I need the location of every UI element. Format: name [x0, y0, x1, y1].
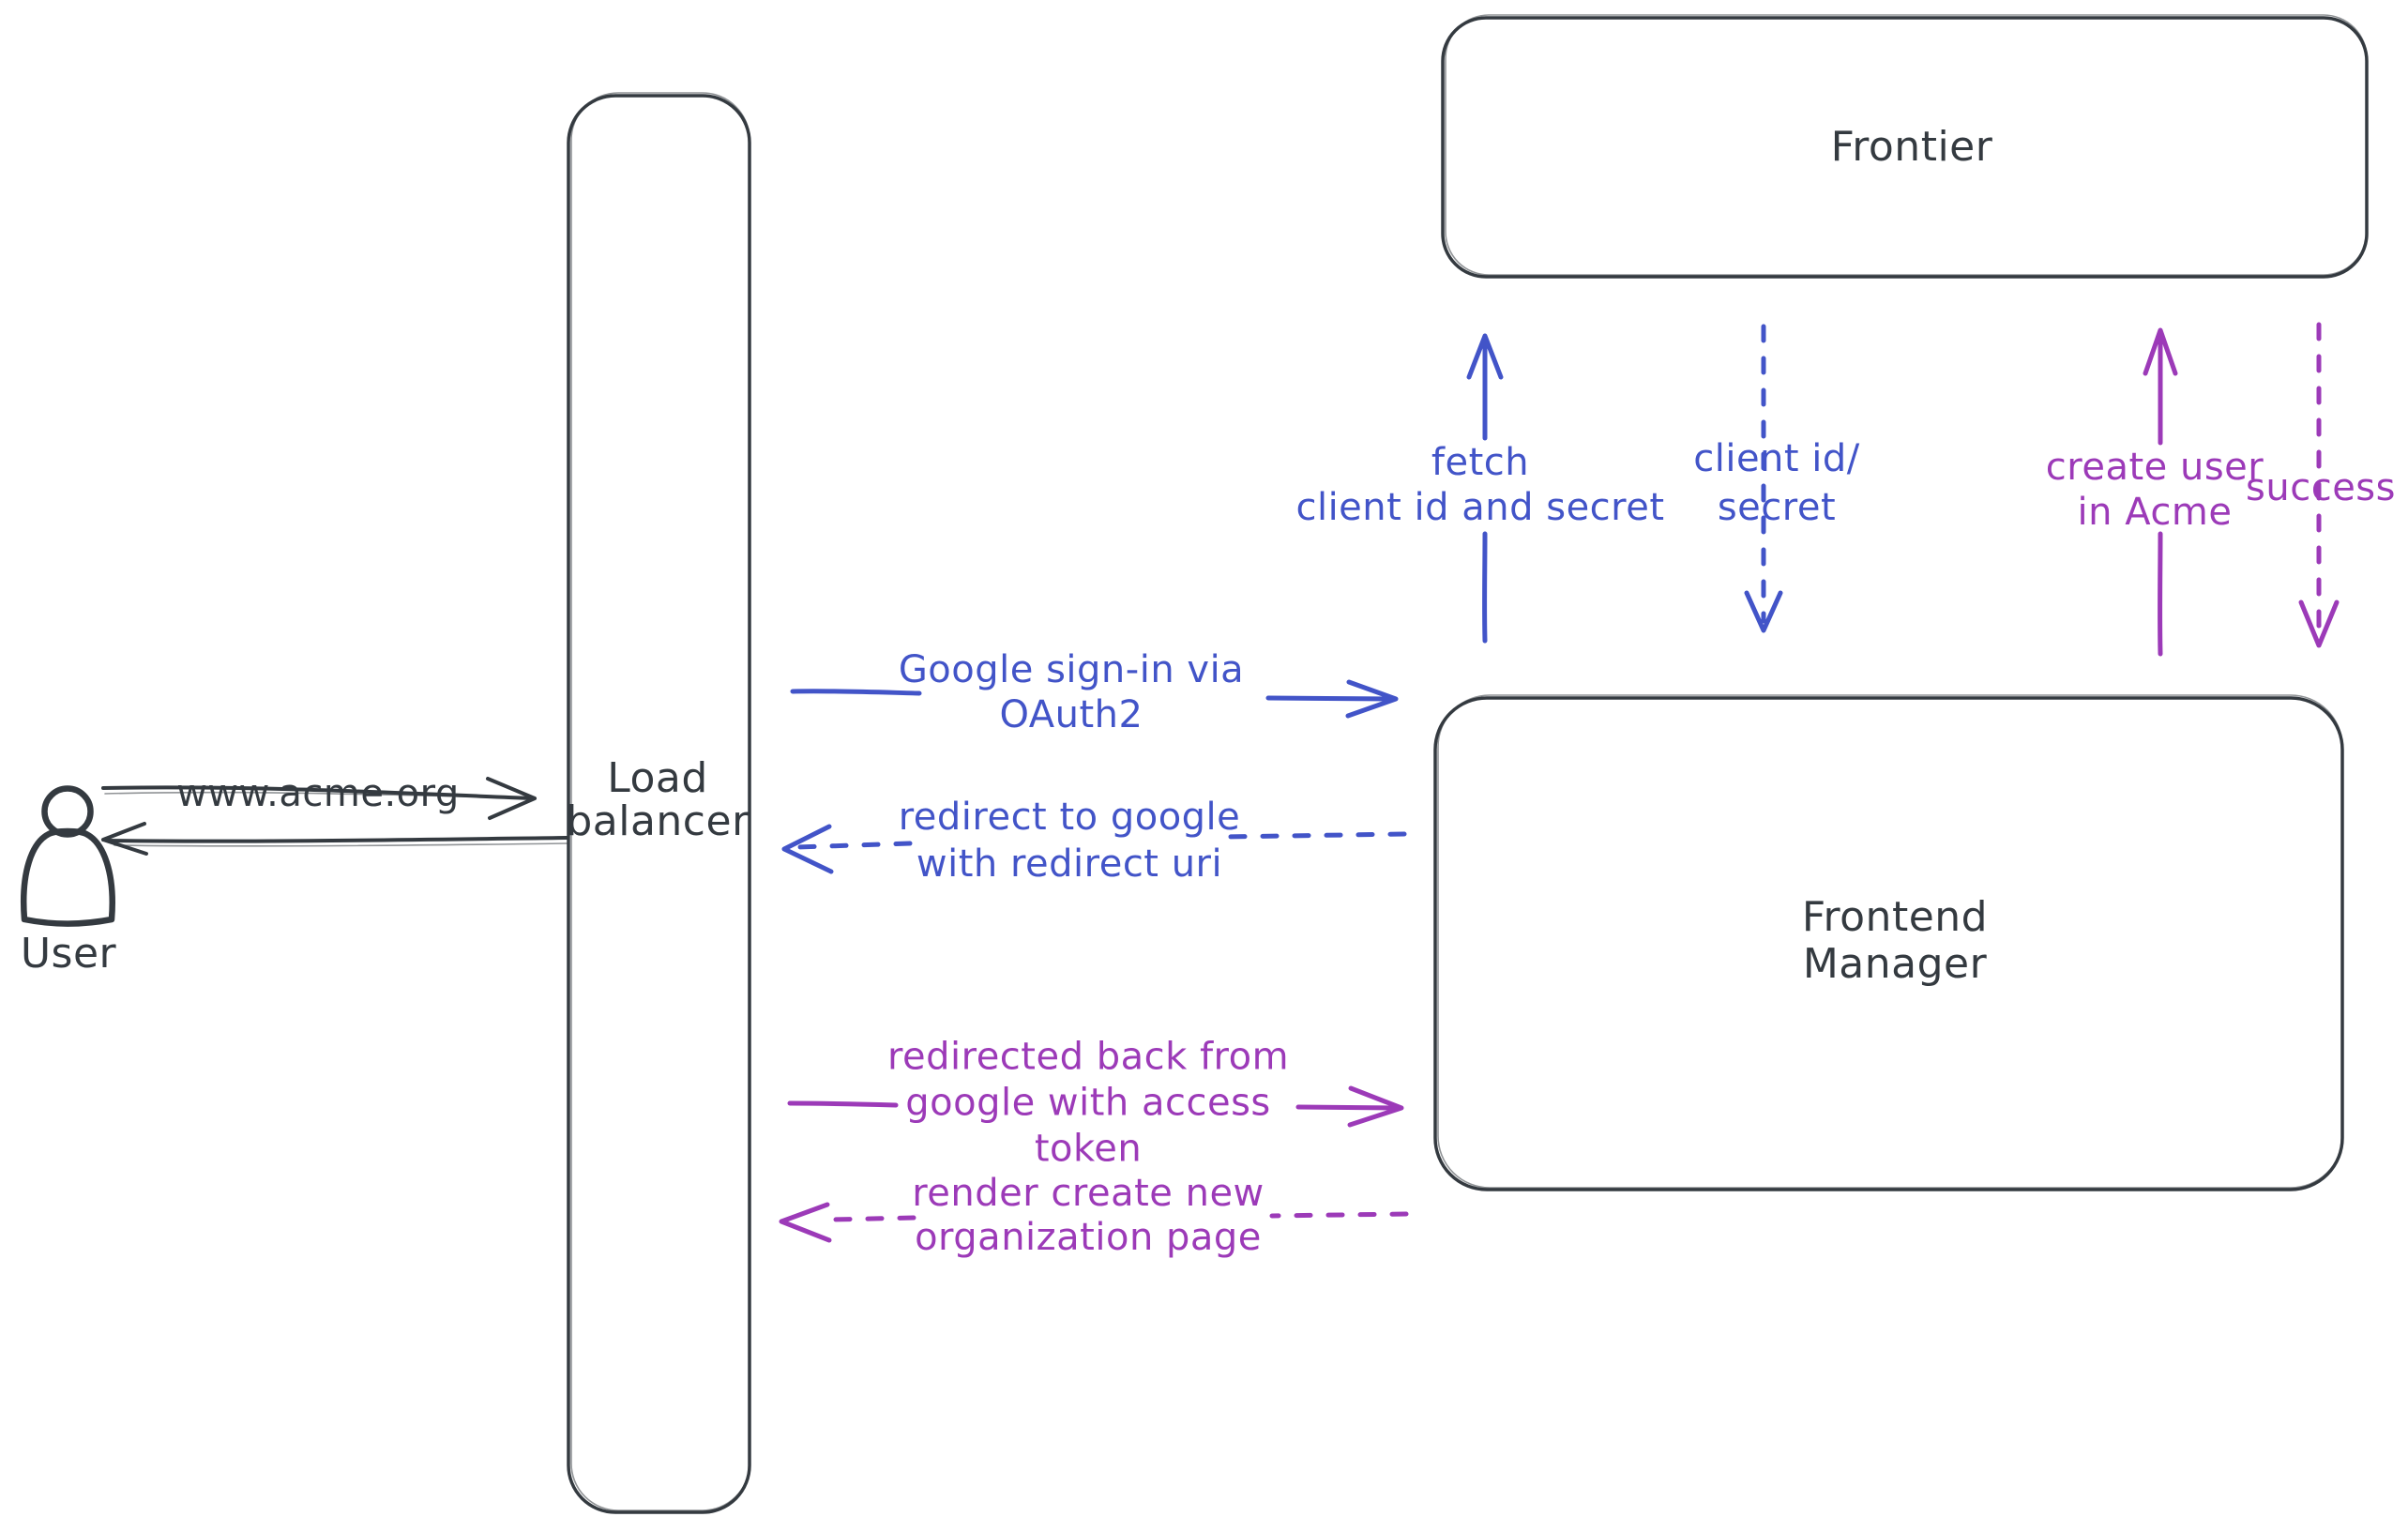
label-create-user: create user in Acme	[2045, 446, 2264, 534]
frontend-manager-label: Frontend Manager	[1801, 893, 1989, 988]
arrow-success	[2298, 322, 2340, 648]
user-icon	[21, 785, 115, 927]
arrow-client-id-secret	[1744, 324, 1783, 633]
frontend-manager-box	[1433, 694, 2344, 1191]
label-www-acme: www.acme.org	[176, 772, 460, 815]
label-render-create-org: render create new organization page	[912, 1172, 1265, 1259]
arrow-google-signin	[790, 679, 1399, 719]
label-fetch-client: fetch client id and secret	[1295, 441, 1665, 529]
arrow-lb-response	[101, 822, 568, 856]
user-label: User	[20, 930, 117, 978]
load-balancer-label: Load balancer	[566, 754, 750, 845]
arrow-create-user	[2143, 327, 2178, 657]
arrow-redirected-back	[787, 1085, 1404, 1128]
arrow-render-create-org	[779, 1202, 1409, 1243]
load-balancer-box	[567, 92, 751, 1514]
arrow-redirect-google	[781, 824, 1407, 874]
label-redirect-google: redirect to google with redirect uri	[898, 796, 1241, 886]
label-client-id-secret: client id/ secret	[1693, 437, 1860, 529]
arrow-www-acme	[101, 777, 537, 820]
frontier-box	[1441, 14, 2369, 279]
label-google-signin: Google sign-in via OAuth2	[898, 648, 1245, 736]
frontier-label: Frontier	[1830, 123, 1993, 171]
label-success: success	[2246, 466, 2396, 509]
label-redirected-back: redirected back from google with access …	[886, 1035, 1290, 1171]
arrow-fetch-client	[1466, 333, 1504, 644]
